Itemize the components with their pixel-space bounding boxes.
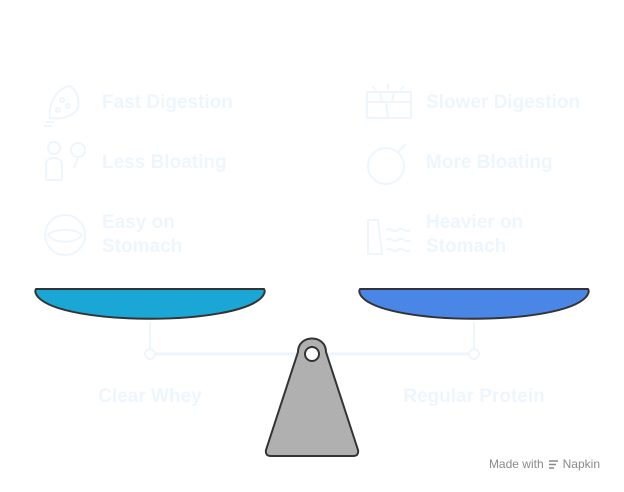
left-pan — [34, 288, 266, 320]
made-with-credit: Made with Napkin — [489, 457, 600, 471]
feature-more-bloating: More Bloating — [364, 138, 553, 188]
feature-easy-on-stomach: Easy on Stomach — [40, 210, 182, 260]
left-pan-label: Clear Whey — [98, 386, 202, 407]
left-pivot — [144, 348, 156, 360]
feature-slower-digestion: Slower Digestion — [364, 78, 580, 128]
feature-label: Slower Digestion — [426, 92, 581, 113]
feature-less-bloating: Less Bloating — [40, 138, 227, 188]
easy-on-stomach-icon — [44, 214, 86, 256]
right-pan — [358, 288, 590, 320]
feature-label: Fast Digestion — [102, 92, 233, 113]
napkin-logo-icon — [548, 459, 558, 469]
right-pivot — [468, 348, 480, 360]
stand-pivot — [304, 346, 320, 362]
slower-digestion-icon — [366, 84, 412, 119]
credit-brand: Napkin — [562, 457, 600, 471]
credit-prefix: Made with — [488, 457, 544, 471]
more-bloating-icon — [367, 143, 407, 185]
feature-label: Less Bloating — [102, 152, 227, 173]
feature-heavier-on-stomach: Heavier on Stomach — [364, 210, 523, 260]
feature-label: Heavier on Stomach — [426, 212, 524, 257]
feature-fast-digestion: Fast Digestion — [40, 78, 233, 128]
heavier-on-stomach-icon — [367, 219, 411, 255]
right-pan-label: Regular Protein — [403, 386, 545, 407]
feature-label: Easy on Stomach — [102, 212, 183, 257]
scale-stand — [264, 337, 360, 457]
feature-label: More Bloating — [426, 152, 553, 173]
less-bloating-icon — [45, 141, 86, 181]
fast-digestion-icon — [44, 84, 80, 127]
